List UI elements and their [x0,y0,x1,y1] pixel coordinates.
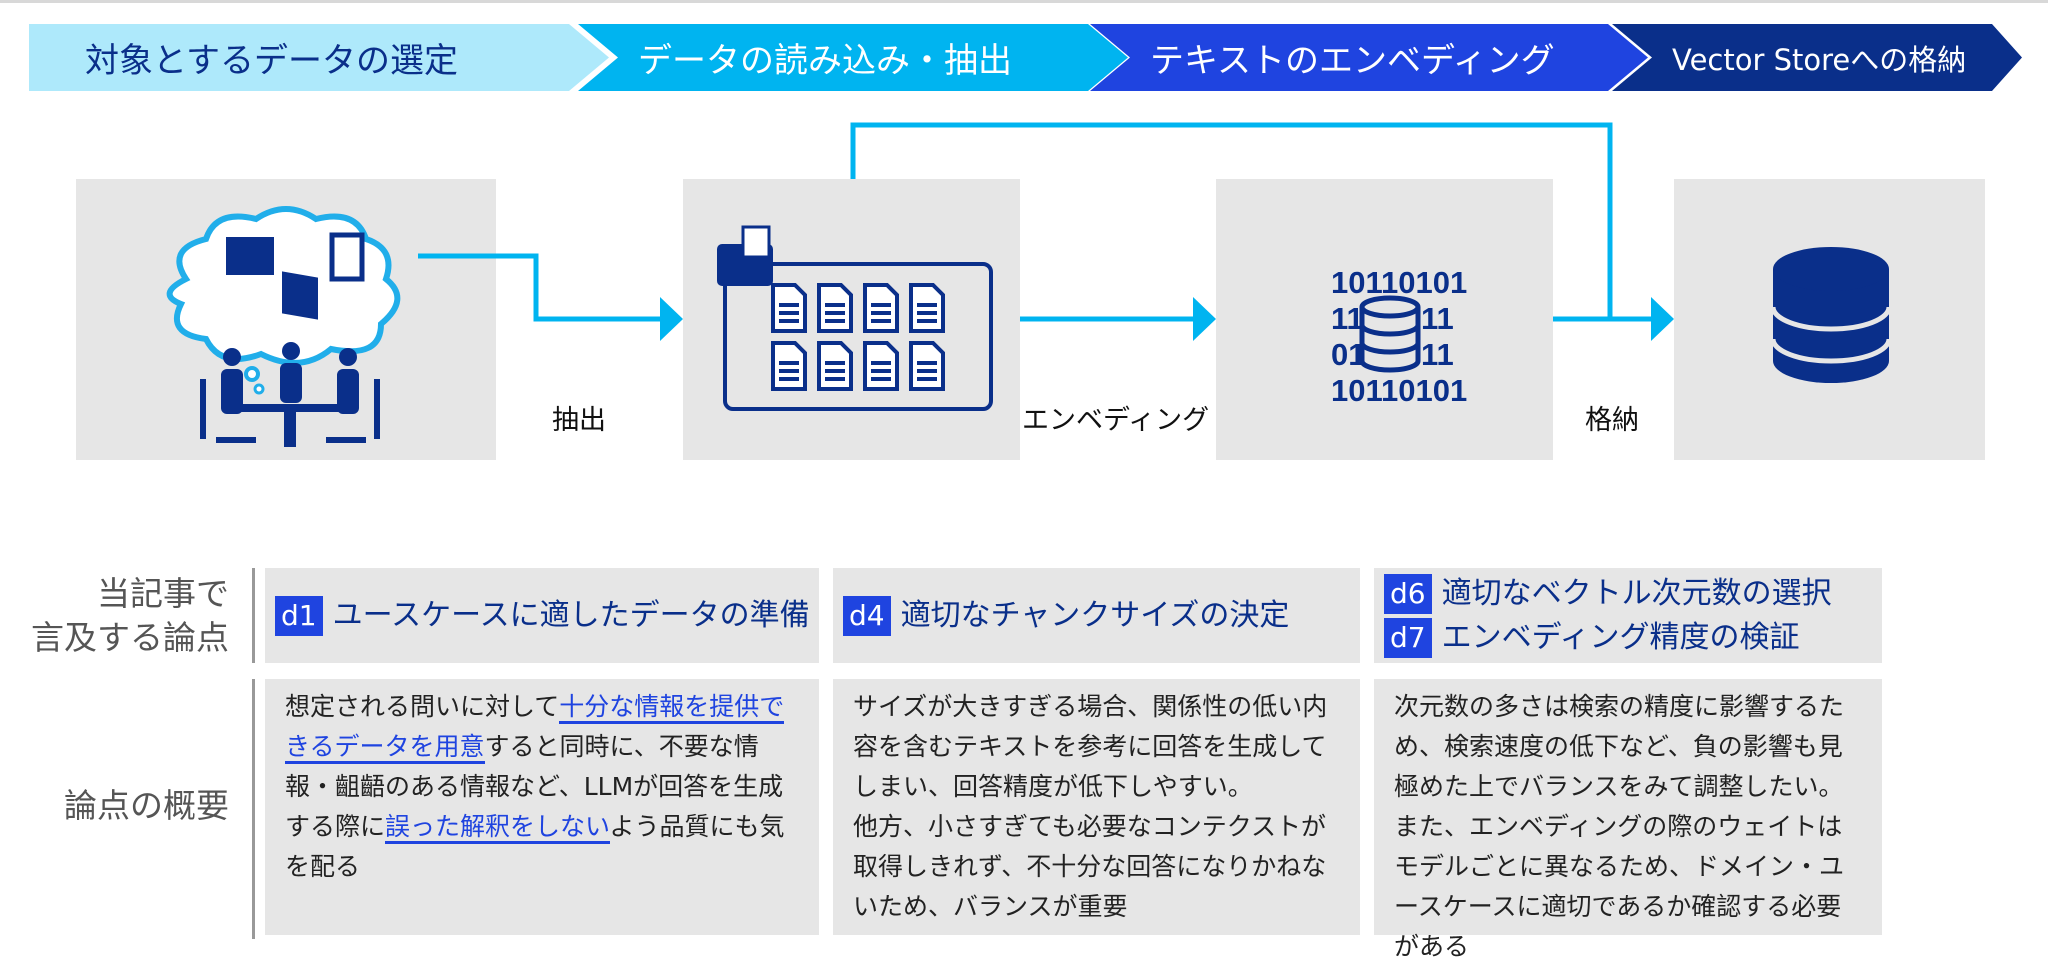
document-icon [909,341,945,391]
point-id-badge: d4 [843,595,891,636]
step-label: 対象とするデータの選定 [85,41,458,81]
flow-arrows [418,122,1674,341]
point-id-badge: d6 [1384,573,1432,614]
database-icon [1770,247,1892,383]
panel-data-selection [76,179,496,460]
document-icon [863,283,899,333]
divider [252,679,255,939]
point-title: 適切なチャンクサイズの決定 [900,597,1290,633]
document-icon [863,341,899,391]
binary-text: 11 [1421,337,1454,372]
document-icon [817,283,853,333]
step-label: テキストのエンベディング [1150,41,1555,81]
document-icon [771,341,807,391]
summary-cell: 想定される問いに対して十分な情報を提供できるデータを用意すると同時に、不要な情報… [265,679,819,935]
panel-embedding: 10110101 11 11 01 11 10110101 [1216,179,1553,460]
point-id-badge: d7 [1384,617,1432,658]
divider [252,568,255,663]
summary-text: サイズが大きすぎる場合、関係性の低い内容を含むテキストを参考に回答を生成してしま… [853,692,1328,801]
top-divider [0,0,2048,3]
bypass-arrow [850,122,1613,319]
arrowhead [1651,297,1674,341]
label-extract: 抽出 [552,405,606,436]
binary-text: 10110101 [1331,265,1467,300]
point-title: 適切なベクトル次元数の選択 [1441,575,1832,611]
step-label: データの読み込み・抽出 [638,41,1012,81]
point-title: エンベディング精度の検証 [1441,619,1800,655]
point-title: ユースケースに適したデータの準備 [332,597,810,633]
summary-text: 次元数の多さは検索の精度に影響するため、検索速度の低下など、負の影響も見極めた上… [1394,692,1845,801]
arrowhead [1193,297,1216,341]
summary-cell: サイズが大きすぎる場合、関係性の低い内容を含むテキストを参考に回答を生成してしま… [833,679,1360,935]
summary-text: また、エンベディングの際のウェイトはモデルごとに異なるため、ドメイン・ユースケー… [1394,812,1845,961]
step-embedding: テキストのエンベディング [1090,24,1648,91]
document-icon [771,283,807,333]
step-vector-store: Vector Storeへの格納 [1612,24,2022,91]
row-label-line: 当記事で [97,574,229,613]
folder-documents-icon [717,225,993,411]
highlighted-text: 誤った解釈をしない [385,812,610,844]
step-select-data: 対象とするデータの選定 [29,24,609,91]
summary-text: 想定される問いに対して [285,692,560,721]
step-label: Vector Storeへの格納 [1672,42,1967,77]
step-load-extract: データの読み込み・抽出 [578,24,1128,91]
binary-text: 11 [1421,301,1454,336]
highlighted-text: 十分な情報を提供できるデータを用意 [285,692,785,764]
arrow-extract [418,253,665,322]
summary-text: すると同時に、不要な情報・齟齬のある情報など、LLMが回答を生成する際に [285,732,784,841]
panel-documents [683,179,1020,460]
summary-cell: 次元数の多さは検索の精度に影響するため、検索速度の低下など、負の影響も見極めた上… [1374,679,1882,961]
row-label-points: 当記事で 言及する論点 [31,572,229,660]
meeting-people-icon [166,206,401,447]
document-icon [817,341,853,391]
binary-database-icon: 10110101 11 11 01 11 10110101 [1331,265,1467,408]
row-label-line: 言及する論点 [31,618,229,657]
summary-text: よう品質にも気を配る [285,812,785,881]
document-icon [909,283,945,333]
point-id-badge: d1 [275,595,323,636]
arrowhead [660,297,683,341]
label-embedding: エンベディング [1022,405,1210,436]
binary-text: 10110101 [1331,373,1467,408]
summary-text: 他方、小さすぎても必要なコンテクストが取得しきれず、不十分な回答になりかねないた… [853,812,1327,921]
binary-text: 11 [1331,301,1364,336]
panel-vector-store [1674,179,1985,460]
row-label-summary: 論点の概要 [64,786,229,825]
label-store: 格納 [1585,405,1639,436]
